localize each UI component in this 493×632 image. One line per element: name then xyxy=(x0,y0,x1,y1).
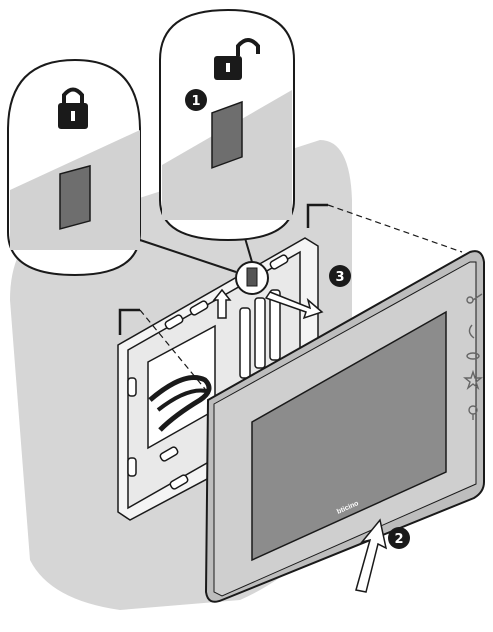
phone-icon xyxy=(468,324,475,339)
up-arrow-icon xyxy=(212,288,232,319)
pull-out-arrow-icon xyxy=(264,291,324,320)
monitor: bticino xyxy=(204,250,485,603)
step-badge-2: 2 xyxy=(388,527,410,549)
padlock-locked-icon xyxy=(58,87,88,129)
svg-text:1: 1 xyxy=(191,94,200,109)
key-icon xyxy=(466,293,483,304)
guide-corner-left xyxy=(118,308,140,335)
leader-line-1 xyxy=(139,239,237,273)
guide-corner-top xyxy=(306,203,328,228)
monitor-screen xyxy=(251,310,447,562)
step-badge-1: 1 xyxy=(185,89,207,111)
callout-locked xyxy=(7,58,141,277)
callout-unlocked xyxy=(159,8,295,242)
monitor-side-keys xyxy=(463,293,483,420)
svg-text:3: 3 xyxy=(335,270,344,285)
guide-dash-1 xyxy=(327,204,463,253)
guide-dash-2 xyxy=(139,309,211,396)
svg-text:2: 2 xyxy=(394,532,403,547)
bulb-icon xyxy=(468,405,478,420)
leader-line-2 xyxy=(244,237,253,263)
eye-icon xyxy=(466,352,480,360)
hook-tab xyxy=(246,267,258,287)
step-badge-3: 3 xyxy=(329,265,351,287)
push-up-arrow-icon xyxy=(355,518,388,593)
star-icon xyxy=(463,369,483,391)
padlock-unlocked-icon xyxy=(214,38,260,80)
